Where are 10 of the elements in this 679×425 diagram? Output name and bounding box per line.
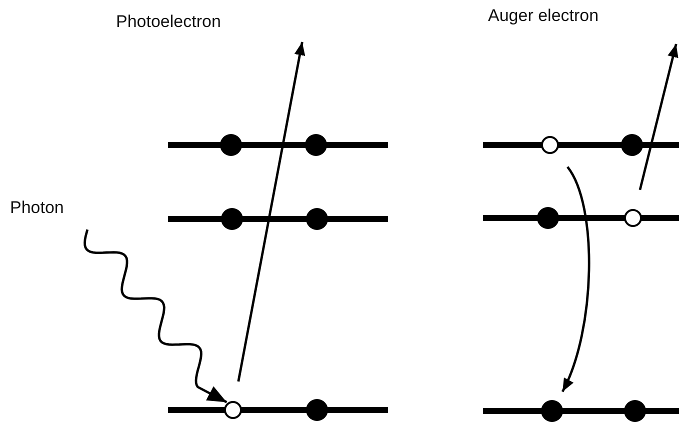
electron-hole (224, 401, 242, 419)
particle-label: Photoelectron (116, 12, 221, 32)
arrow (237, 42, 306, 382)
electron-hole (541, 136, 559, 154)
curved-arrow (561, 166, 590, 392)
wavy-arrow (84, 229, 228, 404)
particle-label: Auger electron (488, 6, 599, 26)
particle-label: Photon (10, 198, 64, 218)
arrow (638, 44, 678, 190)
electron-hole (624, 209, 642, 227)
